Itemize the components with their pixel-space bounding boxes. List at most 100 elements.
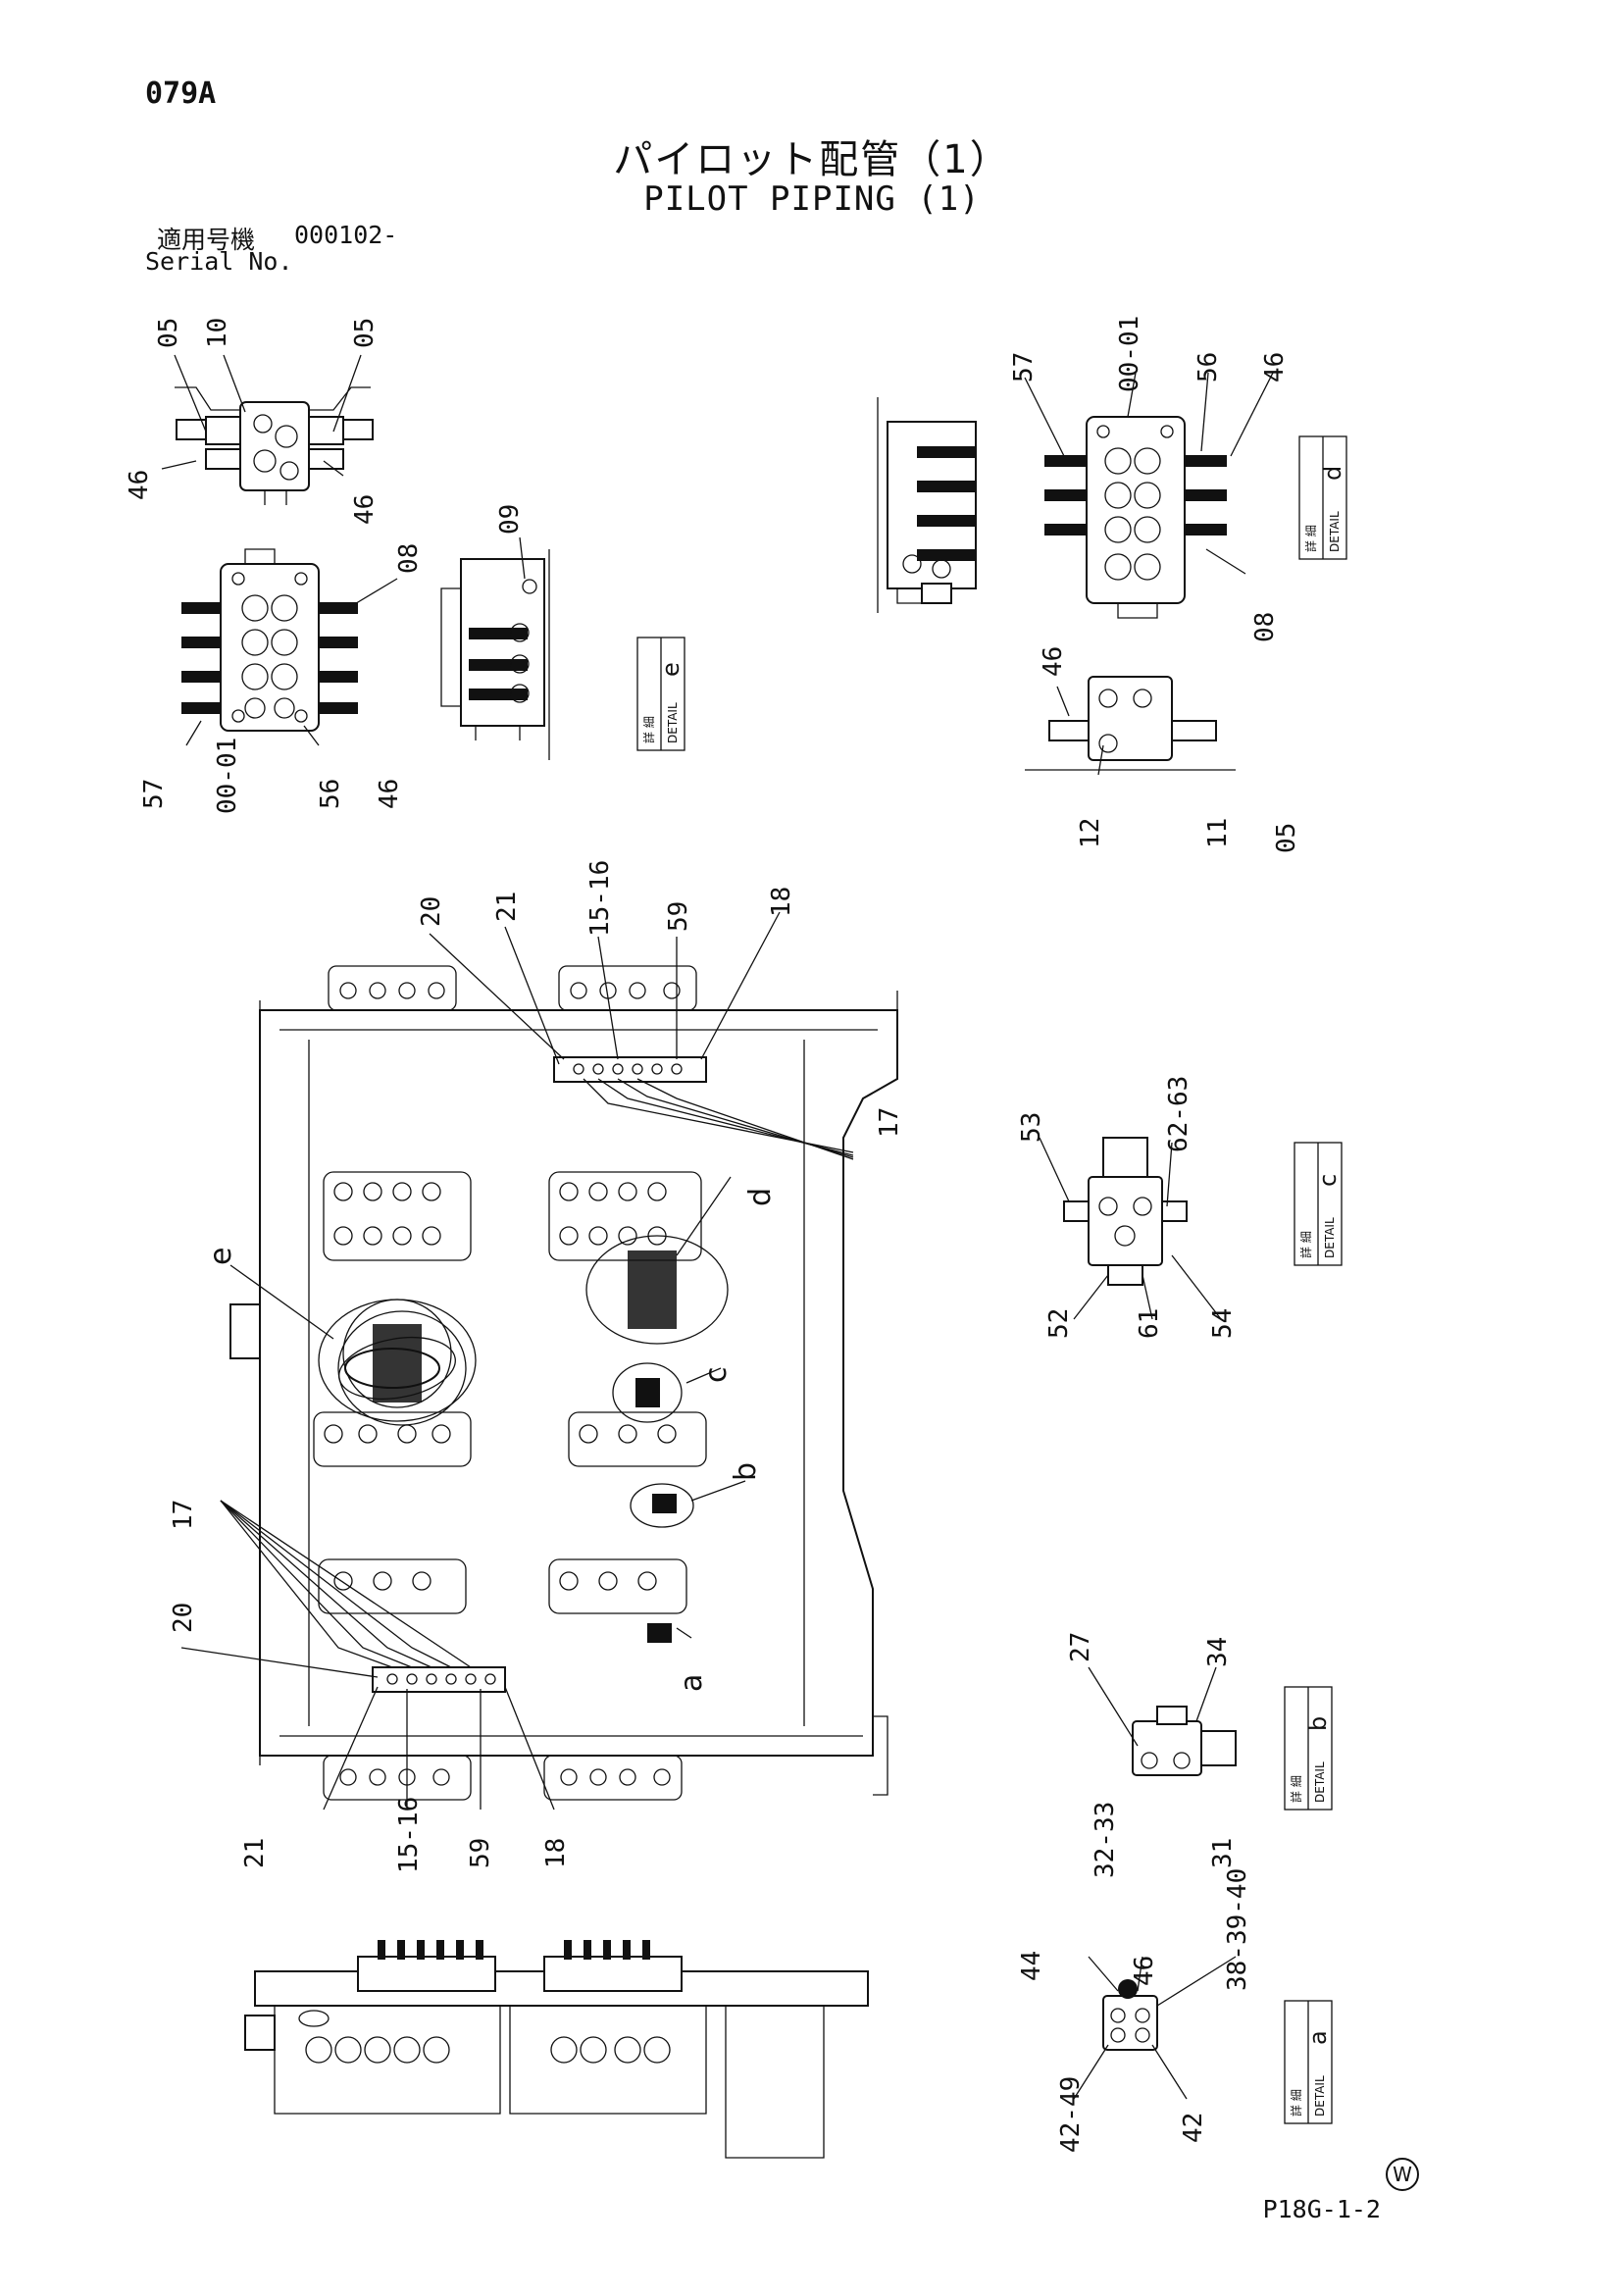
main-frame-plan-view <box>220 965 898 1801</box>
detail-e-top-valve <box>175 386 374 505</box>
page-code: 079A <box>145 77 217 111</box>
part-label: 42-49 <box>1056 2076 1086 2153</box>
part-label: 46 <box>375 779 404 809</box>
part-label: 21 <box>240 1838 270 1868</box>
part-label: 56 <box>1193 352 1223 383</box>
w-symbol: W <box>1386 2158 1419 2191</box>
page-title-english: PILOT PIPING (1) <box>643 179 981 219</box>
serial-label-japanese: 適用号機 <box>157 226 256 254</box>
svg-text:e: e <box>657 662 685 677</box>
part-label: 31 <box>1208 1838 1238 1868</box>
svg-text:詳 細: 詳 細 <box>641 716 656 743</box>
part-label: 00-01 <box>1115 316 1144 392</box>
part-label: 15-16 <box>394 1797 424 1873</box>
svg-text:b: b <box>1304 1716 1332 1731</box>
part-label: 05 <box>350 318 380 348</box>
page-number: P18G-1-2 <box>1262 2195 1381 2223</box>
detail-tag-e: 詳 細 DETAIL e <box>636 637 685 751</box>
detail-letter-c: c <box>699 1367 734 1384</box>
detail-tag-b: 詳 細 DETAIL b <box>1284 1686 1333 1811</box>
part-label: 05 <box>154 318 183 348</box>
part-label: 17 <box>875 1107 904 1138</box>
part-label: 18 <box>541 1838 571 1868</box>
part-labels-c: 53 62-63 52 61 54 <box>1017 1076 1238 1339</box>
svg-text:詳 細: 詳 細 <box>1289 2089 1303 2117</box>
part-labels-a: 44 46 38-39-40 42-49 42 <box>1017 1868 1252 2153</box>
part-label: 10 <box>203 318 232 348</box>
page-title-japanese: パイロット配管（1） <box>613 137 1011 182</box>
part-label: 61 <box>1135 1308 1164 1339</box>
serial-label-english: Serial No. <box>145 247 293 276</box>
svg-text:詳 細: 詳 細 <box>1289 1775 1303 1803</box>
detail-letter-d: d <box>743 1188 778 1206</box>
part-label: 62-63 <box>1164 1076 1193 1152</box>
detail-d-side-view <box>877 397 977 613</box>
part-label: 54 <box>1208 1308 1238 1339</box>
part-label: 57 <box>1009 352 1039 383</box>
part-label: 00-01 <box>213 738 242 814</box>
detail-callout-letters: e d c b a <box>204 1188 778 1692</box>
part-label: 53 <box>1017 1112 1046 1143</box>
part-label: 08 <box>394 543 424 574</box>
part-labels-d-valve: 57 00-01 56 46 08 <box>1009 316 1290 642</box>
part-label: 09 <box>495 504 525 535</box>
part-label: 59 <box>664 901 693 932</box>
leader-lines <box>161 354 1274 2100</box>
svg-text:詳 細: 詳 細 <box>1298 1231 1313 1258</box>
part-label: 11 <box>1203 818 1233 848</box>
part-label: 42 <box>1179 2113 1208 2143</box>
part-label: 12 <box>1076 818 1105 848</box>
part-labels-main-bottom: 17 20 21 15-16 59 18 <box>169 1500 571 1873</box>
serial-number: 000102- <box>294 221 398 249</box>
detail-tag-a: 詳 細 DETAIL a <box>1284 2000 1333 2124</box>
svg-text:DETAIL: DETAIL <box>666 702 680 743</box>
part-label: 08 <box>1250 612 1280 642</box>
detail-letter-e: e <box>204 1248 238 1265</box>
part-labels-e-side: 09 <box>495 504 525 535</box>
detail-d-lower-valve <box>1025 676 1236 771</box>
part-label: 34 <box>1203 1637 1233 1667</box>
part-label: 56 <box>316 779 345 809</box>
part-label: 20 <box>169 1603 198 1633</box>
part-label: 46 <box>350 494 380 525</box>
detail-tag-c: 詳 細 DETAIL c <box>1294 1142 1343 1266</box>
part-labels-e-top: 05 10 05 46 46 <box>125 318 380 525</box>
part-label: 20 <box>417 896 446 927</box>
side-elevation-view <box>244 1940 869 2159</box>
part-label: 05 <box>1272 823 1301 853</box>
part-labels-d-lower: 46 12 11 05 <box>1039 646 1301 853</box>
part-label: 46 <box>1130 1956 1159 1986</box>
part-labels-main-top: 20 21 15-16 59 18 17 <box>417 860 904 1138</box>
detail-e-side-view <box>440 549 550 760</box>
part-label: 17 <box>169 1500 198 1530</box>
part-label: 59 <box>466 1838 495 1868</box>
detail-c-valve <box>1063 1137 1188 1286</box>
detail-letter-a: a <box>675 1674 709 1692</box>
part-label: 21 <box>492 892 522 922</box>
part-label: 15-16 <box>585 860 615 937</box>
part-label: 46 <box>125 470 154 500</box>
part-label: 57 <box>139 779 169 809</box>
detail-a-valve <box>1102 1979 1158 2051</box>
svg-text:DETAIL: DETAIL <box>1323 1217 1337 1258</box>
svg-text:DETAIL: DETAIL <box>1313 1761 1327 1803</box>
part-label: 46 <box>1260 352 1290 383</box>
detail-tag-d: 詳 細 DETAIL d <box>1298 435 1347 560</box>
detail-letter-b: b <box>729 1462 763 1481</box>
part-label: 46 <box>1039 646 1068 677</box>
part-label: 18 <box>767 887 796 917</box>
svg-text:DETAIL: DETAIL <box>1328 511 1342 552</box>
svg-text:d: d <box>1319 466 1346 481</box>
svg-text:DETAIL: DETAIL <box>1313 2075 1327 2117</box>
detail-d-control-valve <box>1044 416 1227 619</box>
part-label: 38-39-40 <box>1223 1868 1252 1991</box>
part-label: 44 <box>1017 1951 1046 1981</box>
part-labels-b: 27 34 32-33 31 <box>1066 1632 1238 1878</box>
detail-b-valve <box>1132 1706 1237 1776</box>
svg-text:c: c <box>1314 1174 1342 1187</box>
svg-text:a: a <box>1304 2030 1332 2045</box>
part-label: 27 <box>1066 1632 1095 1662</box>
svg-text:詳 細: 詳 細 <box>1303 525 1318 552</box>
part-label: 32-33 <box>1091 1802 1120 1878</box>
